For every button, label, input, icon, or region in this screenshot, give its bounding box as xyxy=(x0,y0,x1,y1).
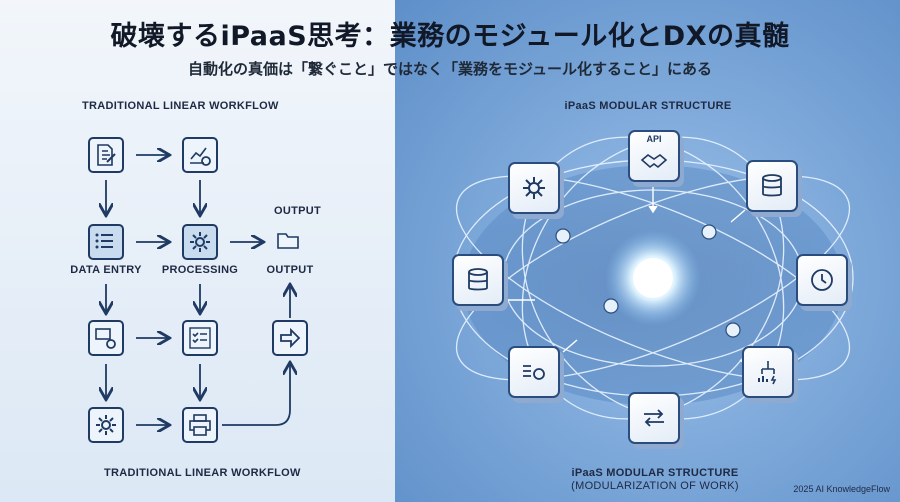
gear-icon xyxy=(523,177,545,199)
left-top-label: TRADITIONAL LINEAR WORKFLOW xyxy=(82,100,279,112)
right-bottom-sublabel: (MODULARIZATION OF WORK) xyxy=(571,480,739,492)
orbit-node xyxy=(725,322,741,338)
orbit-node xyxy=(555,228,571,244)
list-icon xyxy=(95,233,113,249)
clock-cube xyxy=(796,254,848,306)
processing-node xyxy=(182,224,218,260)
processing-label: PROCESSING xyxy=(161,264,239,276)
document-gear-cube xyxy=(508,346,560,398)
document-gear-icon xyxy=(523,365,545,380)
database-icon xyxy=(762,174,782,197)
left-bottom-label: TRADITIONAL LINEAR WORKFLOW xyxy=(104,467,301,479)
analytics-gear-icon xyxy=(190,147,211,166)
settings-gear-icon xyxy=(96,415,116,435)
modular-orbit-diagram xyxy=(452,136,854,420)
document-edit-node xyxy=(88,137,124,173)
gear-icon xyxy=(190,232,210,252)
checklist-node xyxy=(182,320,218,356)
monitor-sync-node xyxy=(88,320,124,356)
clock-icon xyxy=(811,269,833,291)
printer-icon xyxy=(189,414,211,436)
workflow-chart-cube xyxy=(742,346,794,398)
page-title: 破壊するiPaaS思考：業務のモジュール化とDXの真髄 xyxy=(110,21,790,52)
transfer-arrows-icon xyxy=(644,409,664,427)
page-subtitle: 自動化の真価は「繋ぐこと」ではなく「業務をモジュール化すること」にある xyxy=(188,60,712,78)
data-entry-node xyxy=(88,224,124,260)
orbit-node xyxy=(701,224,717,240)
footer-credit: 2025 AI KnowledgeFlow xyxy=(793,484,890,494)
workflow-arrows xyxy=(0,0,395,502)
checklist-icon xyxy=(189,327,211,349)
output-folder-node xyxy=(272,224,308,260)
database-icon xyxy=(468,268,488,291)
database-cube-top xyxy=(746,160,798,212)
orbit-node xyxy=(603,298,619,314)
output-arrow-node xyxy=(272,320,308,356)
output-label: OUTPUT xyxy=(266,264,314,276)
workflow-chart-icon xyxy=(758,361,777,385)
data-entry-label: DATA ENTRY xyxy=(70,264,142,276)
right-bottom-label: iPaaS MODULAR STRUCTURE xyxy=(571,467,739,479)
monitor-gear-icon xyxy=(95,328,116,349)
settings-node xyxy=(88,407,124,443)
right-top-label: iPaaS MODULAR STRUCTURE xyxy=(564,100,732,112)
analytics-gear-node xyxy=(182,137,218,173)
document-edit-icon xyxy=(97,144,116,166)
handshake-icon xyxy=(640,154,668,169)
api-cube: API xyxy=(628,130,680,182)
printer-node xyxy=(182,407,218,443)
transfer-cube xyxy=(628,392,680,444)
arrow-right-icon xyxy=(280,327,301,349)
gear-cube xyxy=(508,162,560,214)
database-cube-left xyxy=(452,254,504,306)
folder-icon xyxy=(277,233,299,249)
central-core-light xyxy=(633,258,673,298)
output-top-label: OUTPUT xyxy=(274,205,322,217)
api-label: API xyxy=(646,134,662,144)
